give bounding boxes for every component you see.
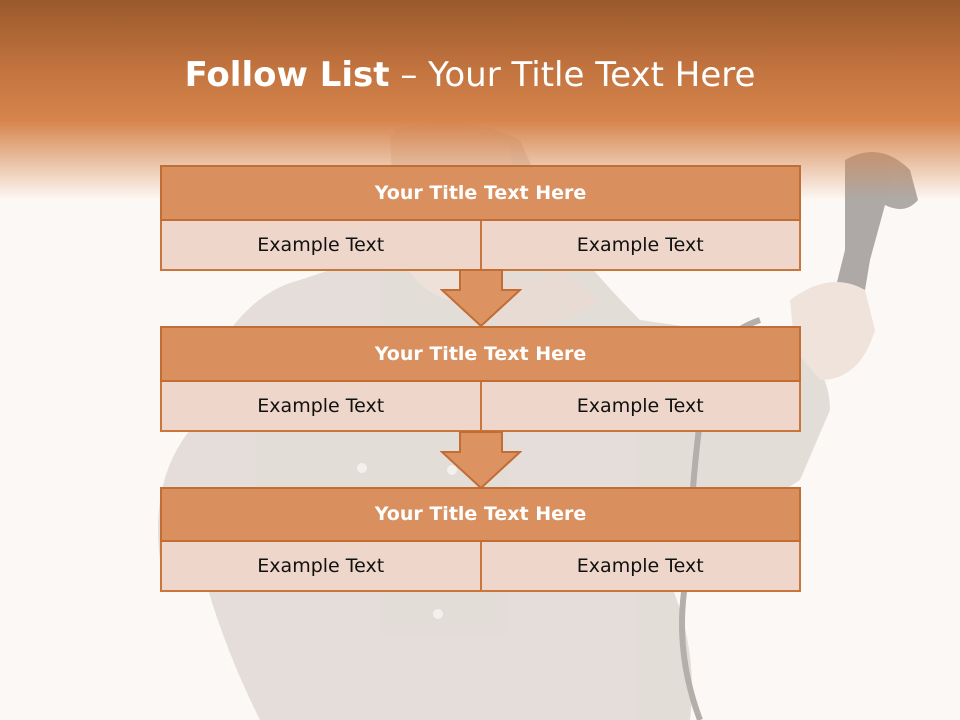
- block-cell-right[interactable]: Example Text: [481, 221, 801, 271]
- block-title[interactable]: Your Title Text Here: [160, 487, 801, 542]
- block-row: Example Text Example Text: [160, 542, 801, 592]
- follow-block-1: Your Title Text Here Example Text Exampl…: [160, 165, 801, 271]
- block-title[interactable]: Your Title Text Here: [160, 326, 801, 382]
- block-row: Example Text Example Text: [160, 221, 801, 271]
- follow-block-3: Your Title Text Here Example Text Exampl…: [160, 487, 801, 592]
- block-cell-left[interactable]: Example Text: [160, 542, 482, 592]
- down-arrow-icon: [440, 269, 522, 328]
- block-cell-left[interactable]: Example Text: [160, 382, 482, 432]
- block-cell-right[interactable]: Example Text: [481, 542, 801, 592]
- slide-title: Follow List – Your Title Text Here: [0, 52, 940, 98]
- slide-title-bold: Follow List: [184, 55, 390, 95]
- block-row: Example Text Example Text: [160, 382, 801, 432]
- block-cell-right[interactable]: Example Text: [481, 382, 801, 432]
- down-arrow-icon: [440, 431, 522, 490]
- block-cell-left[interactable]: Example Text: [160, 221, 482, 271]
- slide-title-rest: – Your Title Text Here: [389, 55, 756, 95]
- block-title[interactable]: Your Title Text Here: [160, 165, 801, 221]
- follow-block-2: Your Title Text Here Example Text Exampl…: [160, 326, 801, 432]
